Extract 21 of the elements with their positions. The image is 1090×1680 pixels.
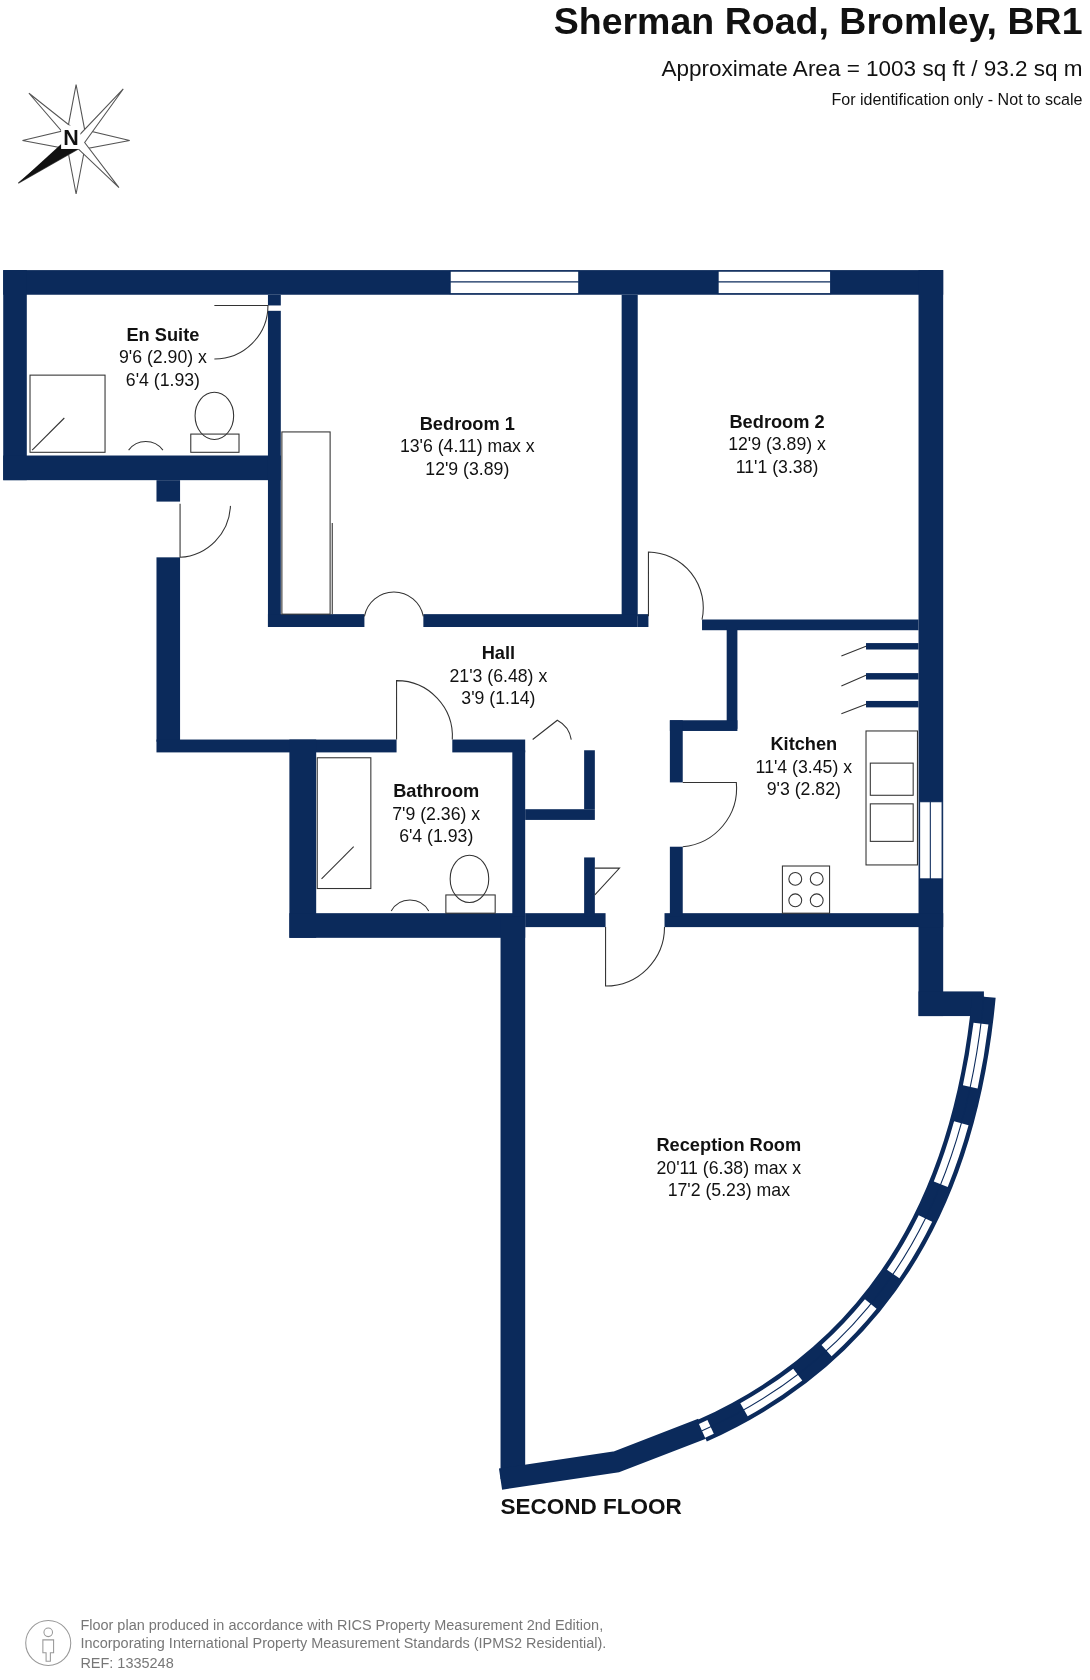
room-name: Kitchen: [770, 733, 838, 756]
room-name: Bedroom 1: [419, 412, 515, 436]
room-dimensions: 20'11 (6.38) max x 17'2 (5.23) max: [655, 1156, 803, 1202]
room-dimensions: 7'9 (2.36) x 6'4 (1.93): [391, 802, 482, 848]
north-letter: N: [61, 125, 81, 149]
room-dimensions: 13'6 (4.11) max x 12'9 (3.89): [398, 435, 536, 481]
plan-title: Sherman Road, Bromley, BR1: [553, 0, 1083, 44]
plan-label: REF: 1335248: [80, 1653, 174, 1673]
room-name: Bathroom: [393, 780, 480, 803]
room-name: Bedroom 2: [729, 410, 825, 433]
room-dimensions: 11'4 (3.45) x 9'3 (2.82): [754, 755, 854, 801]
room-dimensions: 12'9 (3.89) x 11'1 (3.38): [727, 433, 827, 478]
room-dimensions: 21'3 (6.48) x 3'9 (1.14): [448, 664, 549, 710]
plan-label: Floor plan produced in accordance with RICS Property Measurement 2nd Edition, Incorporating International Property Measurement Standards (IPMS2 Residential).: [80, 1616, 608, 1653]
room-name: Reception Room: [656, 1134, 802, 1157]
room-name: En Suite: [126, 323, 200, 347]
plan-label: SECOND FLOOR: [500, 1493, 682, 1521]
plan-label: For identification only - Not to scale: [831, 89, 1083, 111]
room-dimensions: 9'6 (2.90) x 6'4 (1.93): [117, 346, 208, 392]
room-name: Hall: [481, 642, 516, 665]
plan-label: Approximate Area = 1003 sq ft / 93.2 sq m: [661, 54, 1083, 83]
